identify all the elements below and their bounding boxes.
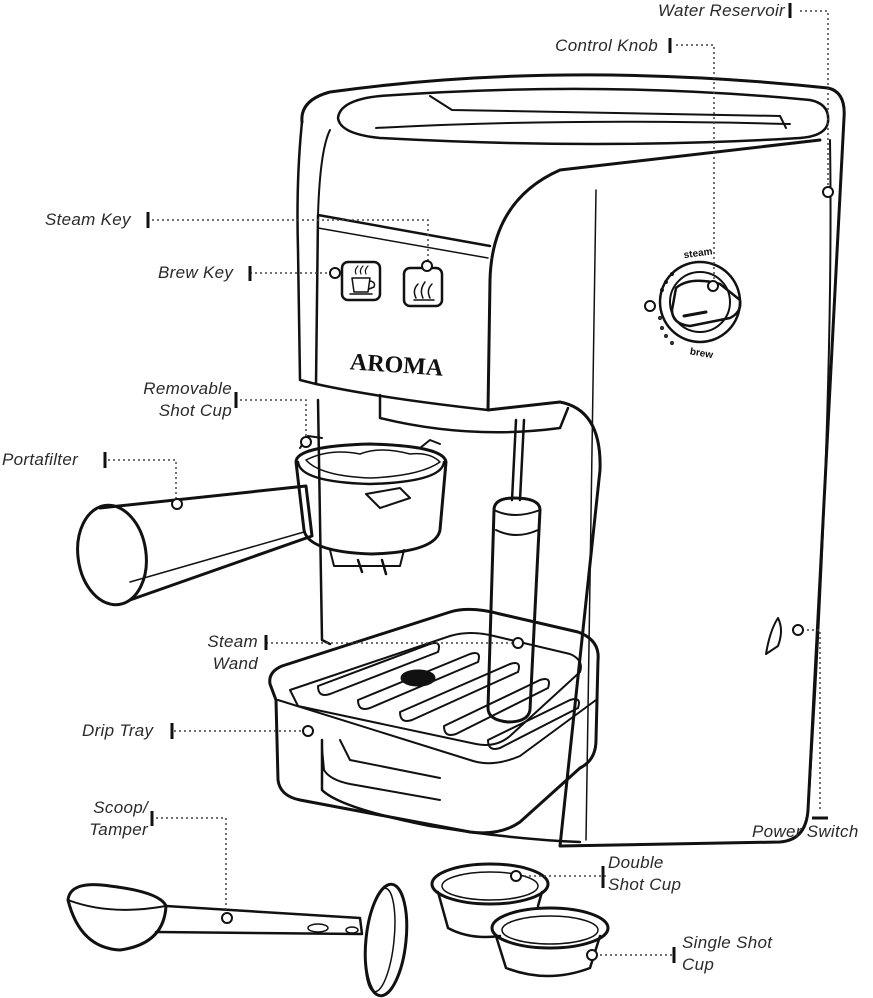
- label-drip-tray: Drip Tray: [82, 721, 154, 740]
- steam-icon: [413, 281, 433, 299]
- reservoir-rim: [336, 87, 830, 146]
- pointer-water-reservoir: [822, 186, 834, 198]
- pointer-control-knob: [707, 280, 719, 292]
- base-column: [316, 398, 332, 646]
- cup-icon: [349, 277, 376, 295]
- label-steam-wand-line2: Wand: [212, 654, 258, 673]
- label-removable-shot-cup-line2: Shot Cup: [158, 401, 232, 420]
- label-steam-wand-line1: Steam: [207, 632, 258, 651]
- tamper-handle: [154, 904, 364, 936]
- pointer-power-switch: [792, 624, 804, 636]
- portafilter-handle: [98, 484, 314, 602]
- label-water-reservoir: Water Reservoir: [658, 1, 785, 20]
- label-steam-key: Steam Key: [45, 210, 131, 229]
- label-removable-shot-cup: Removable Shot Cup: [128, 378, 232, 422]
- label-double-shot-cup-line2: Shot Cup: [608, 875, 682, 894]
- label-power-switch: Power Switch: [752, 822, 859, 841]
- coffee-grounds: [305, 449, 441, 479]
- label-scoop-tamper-line1: Scoop/: [93, 798, 148, 817]
- knob-steam-label: steam: [683, 246, 713, 261]
- scoop-bowl: [66, 883, 168, 952]
- pointer-drip-tray: [302, 725, 314, 737]
- group-head: [378, 393, 570, 434]
- reservoir-lid: [429, 95, 787, 129]
- label-single-shot-cup: Single Shot Cup: [682, 932, 772, 976]
- pointer-steam-wand: [512, 637, 524, 649]
- label-scoop-tamper-line2: Tamper: [89, 820, 148, 839]
- label-single-shot-cup-line2: Cup: [682, 955, 715, 974]
- pointer-scoop: [221, 912, 233, 924]
- drip-tray-outline: [268, 607, 600, 835]
- label-removable-shot-cup-line1: Removable: [143, 379, 232, 398]
- single-shot-cup-rim: [490, 906, 610, 950]
- brand-logo: AROMA: [349, 349, 445, 381]
- pointer-double-cup: [510, 870, 522, 882]
- control-knob-handle: [670, 279, 742, 328]
- label-double-shot-cup: Double Shot Cup: [608, 852, 681, 896]
- steam-wand-pipe: [510, 418, 518, 502]
- pointer-shot-cup: [300, 436, 312, 448]
- portafilter-basket: [294, 442, 448, 556]
- label-single-shot-cup-line1: Single Shot: [682, 933, 773, 952]
- pointer-portafilter: [171, 498, 183, 510]
- machine-body: [300, 73, 846, 848]
- brew-key-button: [340, 260, 382, 302]
- pointer-single-cup: [586, 949, 598, 961]
- label-control-knob: Control Knob: [555, 36, 658, 55]
- pointer-steam-key: [421, 260, 433, 272]
- label-double-shot-cup-line1: Double: [608, 853, 664, 872]
- control-knob-dial: [658, 260, 742, 344]
- knob-brew-label: brew: [689, 346, 714, 361]
- pointer-brew-key: [329, 267, 341, 279]
- pointer-knob-position: [644, 300, 656, 312]
- steam-wand-sleeve: [486, 496, 542, 724]
- drip-tray-drain: [400, 669, 436, 687]
- label-steam-wand: Steam Wand: [196, 631, 258, 675]
- label-portafilter: Portafilter: [2, 450, 79, 469]
- front-panel: [296, 120, 492, 386]
- label-scoop-tamper: Scoop/ Tamper: [82, 797, 148, 841]
- portafilter-handle-end: [76, 503, 148, 607]
- label-brew-key: Brew Key: [158, 263, 234, 282]
- double-shot-cup-rim: [430, 862, 550, 906]
- power-switch: [765, 617, 782, 655]
